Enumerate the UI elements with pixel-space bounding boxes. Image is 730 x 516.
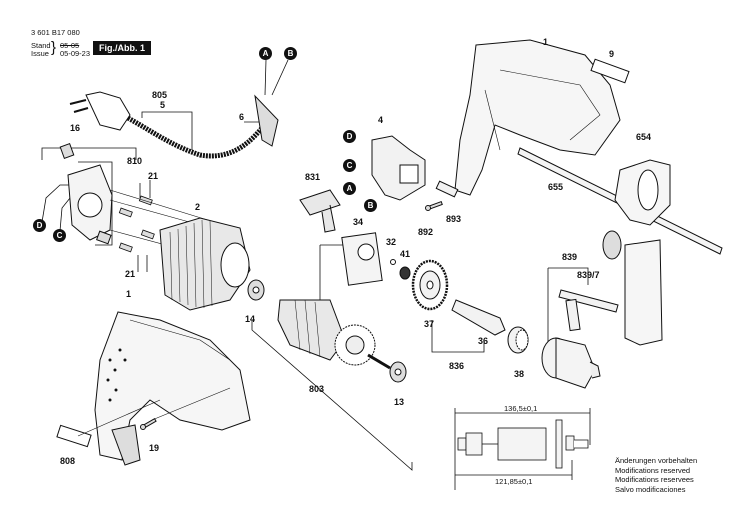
label-36: 36 (478, 336, 489, 346)
leader-21b (137, 255, 148, 272)
label-839: 839 (562, 252, 578, 262)
notice-en: Modifications reserved (615, 465, 691, 475)
dimension-overall: 136,5±0,1 (504, 404, 538, 413)
nameplate-808 (56, 424, 92, 448)
housing-half-bottom (94, 311, 251, 466)
switch (371, 135, 426, 201)
label-892: 892 (418, 227, 434, 237)
label-21-bottom: 21 (125, 269, 136, 279)
label-839-7: 839/7 (577, 270, 600, 280)
label-5: 5 (160, 100, 166, 110)
power-plug (69, 91, 131, 131)
leader-836 (431, 320, 485, 353)
power-cord (126, 115, 271, 159)
notice-de: Änderungen vorbehalten (615, 456, 698, 465)
notice-fr: Modifications reservees (615, 475, 694, 484)
stand-value: 05-05 (60, 41, 80, 50)
label-893: 893 (446, 214, 462, 224)
leader-839 (547, 267, 589, 345)
badge-b-top: B (284, 47, 297, 60)
bearing-41 (399, 266, 411, 280)
label-836: 836 (449, 361, 465, 371)
label-655: 655 (548, 182, 564, 192)
wire-d (41, 184, 75, 223)
label-9: 9 (609, 49, 615, 59)
badge-d-switch: D (343, 130, 356, 143)
armature-detail (454, 408, 591, 490)
label-808: 808 (60, 456, 76, 466)
label-37: 37 (424, 319, 435, 329)
part-number: 3 601 B17 080 (31, 28, 80, 37)
badge-c-switch: C (343, 159, 356, 172)
gear (411, 259, 449, 311)
leader-803 (251, 320, 413, 471)
modifications-notice: Änderungen vorbehalten Modifications res… (615, 456, 697, 494)
dimension-core: 121,85±0,1 (495, 477, 533, 486)
field-stator (159, 217, 251, 311)
cord-guard (254, 94, 279, 147)
nameplate-9 (590, 58, 630, 84)
leader-805 (141, 111, 193, 150)
issue-label: Issue (31, 49, 49, 58)
figure-label: Fig./Abb. 1 (93, 41, 151, 55)
label-831: 831 (305, 172, 321, 182)
ring (507, 326, 529, 354)
bearing-13 (389, 361, 407, 383)
bearing-plate (341, 232, 383, 286)
label-803: 803 (309, 384, 325, 394)
label-6: 6 (239, 112, 245, 122)
leader-16 (41, 147, 137, 160)
label-32: 32 (386, 237, 397, 247)
label-4: 4 (378, 115, 384, 125)
chuck (541, 337, 601, 389)
badge-d-brush: D (33, 219, 46, 232)
slide-893 (435, 180, 459, 198)
label-21-top: 21 (148, 171, 159, 181)
stand-label: Stand (31, 41, 51, 50)
label-38: 38 (514, 369, 525, 379)
badge-c-brush: C (53, 229, 66, 242)
label-1-top: 1 (543, 37, 549, 47)
issue-value: 05-09-23 (60, 49, 91, 58)
brush-holder (59, 143, 113, 245)
brace: } (51, 39, 57, 56)
label-41: 41 (400, 249, 411, 259)
label-13: 13 (394, 397, 405, 407)
label-14: 14 (245, 314, 256, 324)
label-1-bottom: 1 (126, 289, 132, 299)
label-654: 654 (636, 132, 652, 142)
label-2: 2 (195, 202, 201, 212)
auxiliary-handle (602, 159, 671, 346)
screw-892 (425, 201, 443, 211)
label-810: 810 (127, 156, 143, 166)
bearing-14 (247, 279, 265, 301)
armature (277, 299, 391, 370)
label-16: 16 (70, 123, 81, 133)
badge-a-switch: A (343, 182, 356, 195)
label-34: 34 (353, 217, 364, 227)
label-805: 805 (152, 90, 168, 100)
notice-es: Salvo modificaciones (615, 484, 686, 494)
carbon-brushes (118, 195, 155, 253)
screw-19 (140, 417, 157, 430)
label-19: 19 (149, 443, 160, 453)
badge-a-top: A (259, 47, 272, 60)
chuck-key (558, 289, 619, 332)
leader-21a (139, 180, 151, 198)
spindle (451, 299, 506, 336)
badge-b-switch: B (364, 199, 377, 212)
switch-cover (299, 189, 341, 233)
circlip (390, 259, 396, 265)
